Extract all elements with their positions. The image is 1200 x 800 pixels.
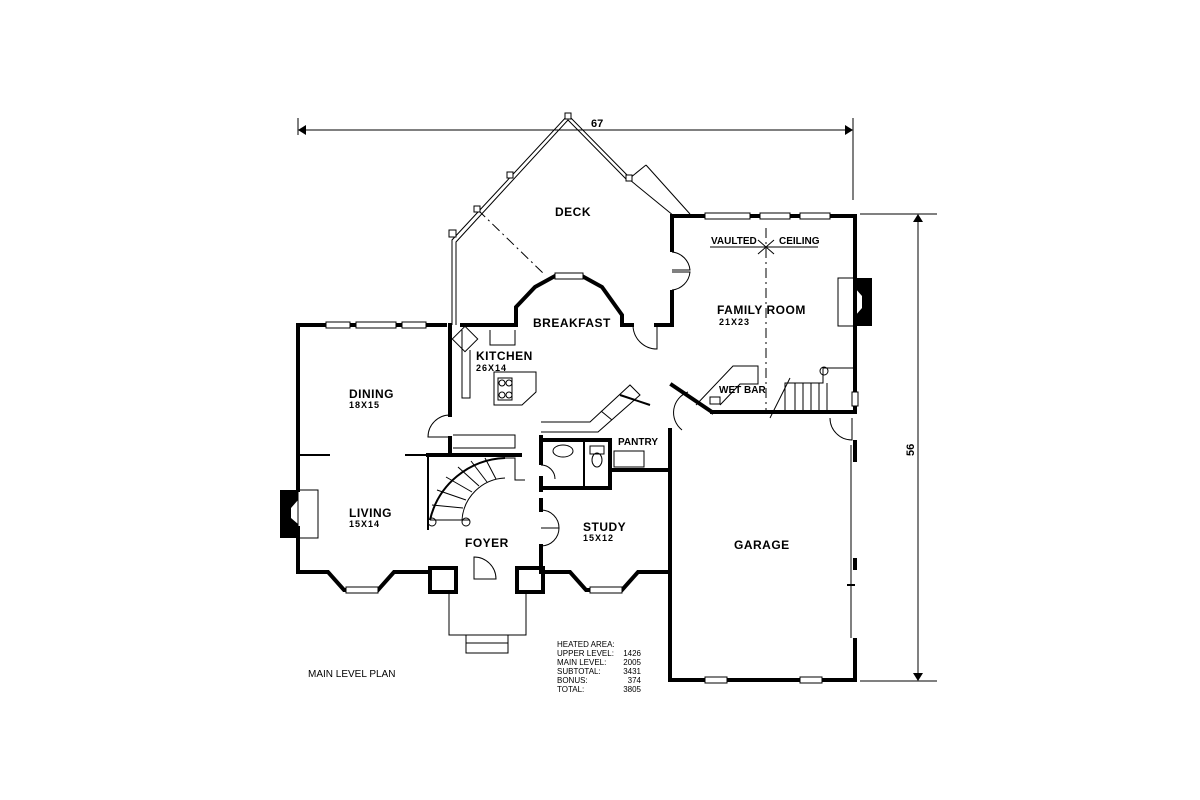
curved-staircase [427, 457, 525, 527]
area-row-label: MAIN LEVEL: [557, 658, 607, 667]
area-row-main: MAIN LEVEL: 2005 [557, 658, 641, 667]
heated-area-heading: HEATED AREA: [557, 640, 615, 649]
vaulted-ceiling-marker: VAULTED CEILING [710, 228, 820, 410]
vaulted-label: VAULTED [711, 236, 757, 247]
area-row-total: TOTAL: 3805 [557, 685, 641, 694]
windows [325, 212, 859, 684]
area-row-label: SUBTOTAL: [557, 667, 601, 676]
bath-fixtures [552, 444, 645, 468]
garage-label: GARAGE [734, 538, 790, 552]
heated-area-table: HEATED AREA: UPPER LEVEL: 1426 MAIN LEVE… [557, 640, 641, 694]
area-row-value: 2005 [623, 658, 641, 667]
area-row-label: BONUS: [557, 676, 588, 685]
study-size: 15X12 [583, 533, 614, 543]
area-row-label: TOTAL: [557, 685, 585, 694]
deck: DECK [448, 112, 691, 325]
area-row-upper: UPPER LEVEL: 1426 [557, 649, 641, 658]
area-row-value: 374 [627, 676, 641, 685]
living-label: LIVING [349, 506, 392, 520]
area-row-value: 3431 [623, 667, 641, 676]
dining-label: DINING [349, 387, 394, 401]
depth-dimension-label: 56 [905, 444, 917, 456]
pantry-label: PANTRY [618, 437, 658, 448]
area-row-subtotal: SUBTOTAL: 3431 [557, 667, 641, 676]
kitchen-label: KITCHEN [476, 349, 533, 363]
wet-bar-label: WET BAR [719, 385, 766, 396]
exterior-walls [296, 214, 857, 682]
area-row-value: 3805 [623, 685, 641, 694]
doors [427, 251, 853, 580]
width-dimension: 67 [297, 118, 854, 200]
front-porch [448, 592, 527, 654]
depth-dimension: 56 [860, 213, 937, 682]
interior-walls [298, 323, 857, 574]
kitchen-size: 26X14 [476, 363, 507, 373]
area-row-bonus: BONUS: 374 [557, 676, 641, 685]
living-size: 15X14 [349, 519, 380, 529]
garage-door [847, 445, 855, 638]
study-label: STUDY [583, 520, 626, 534]
ceiling-label: CEILING [779, 236, 820, 247]
family-room-size: 21X23 [719, 317, 750, 327]
room-labels: BREAKFAST FAMILY ROOM 21X23 KITCHEN 26X1… [349, 303, 806, 552]
breakfast-label: BREAKFAST [533, 316, 611, 330]
fireplaces [280, 277, 872, 539]
wet-bar [695, 365, 759, 406]
family-room-stair [769, 366, 855, 419]
width-dimension-label: 67 [591, 118, 603, 130]
area-row-label: UPPER LEVEL: [557, 649, 614, 658]
area-row-value: 1426 [623, 649, 641, 658]
kitchen-fixtures [451, 325, 641, 449]
dining-size: 18X15 [349, 400, 380, 410]
foyer-label: FOYER [465, 536, 509, 550]
deck-label: DECK [555, 205, 591, 219]
family-room-label: FAMILY ROOM [717, 303, 806, 317]
plan-title: MAIN LEVEL PLAN [308, 669, 396, 680]
